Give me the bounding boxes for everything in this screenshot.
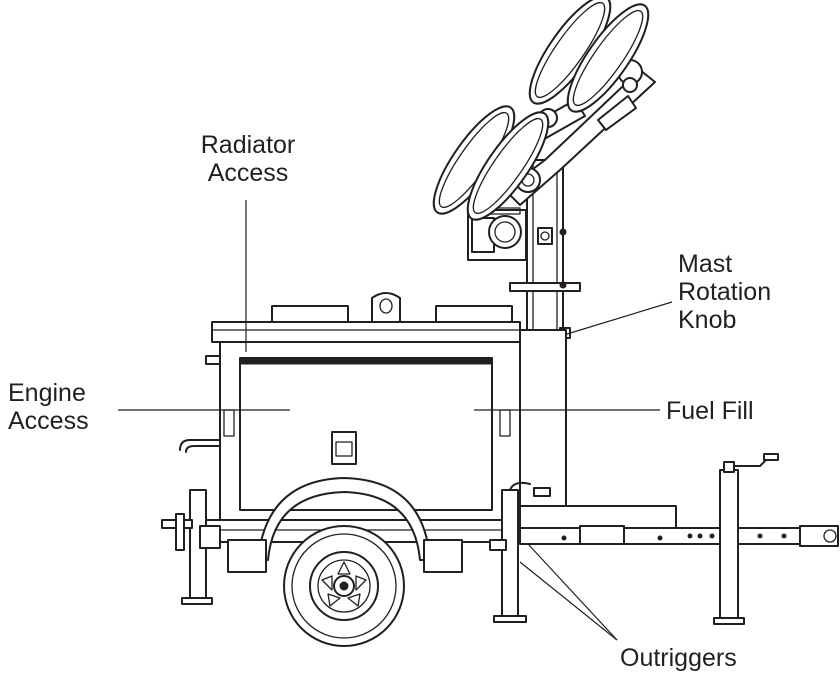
mast-label-line-2: Rotation bbox=[678, 278, 772, 306]
exhaust-pipe bbox=[179, 439, 221, 453]
floodlight-4 bbox=[466, 111, 550, 221]
outriggers-label: Outriggers bbox=[620, 644, 737, 672]
tongue-jack bbox=[713, 453, 779, 625]
enclosure bbox=[219, 329, 567, 533]
mast-label-line-1: Mast bbox=[678, 250, 733, 278]
floodlight-2 bbox=[566, 3, 650, 113]
fender bbox=[227, 477, 463, 573]
wheel bbox=[283, 525, 405, 647]
outriggers-leader-1 bbox=[519, 561, 618, 641]
fuel-fill-label: Fuel Fill bbox=[666, 397, 754, 425]
mast-rotation-knob-label: Mast Rotation Knob bbox=[678, 250, 771, 334]
mast-label-line-3: Knob bbox=[678, 306, 737, 334]
engine-access-label: Engine Access bbox=[8, 379, 89, 435]
outrigger-left bbox=[161, 489, 221, 605]
radiator-access-label: Radiator Access bbox=[188, 131, 308, 187]
chassis bbox=[204, 505, 839, 547]
radiator-access-line-1: Radiator bbox=[200, 131, 296, 159]
engine-access-line-2: Access bbox=[8, 407, 89, 435]
engine-access-line-1: Engine bbox=[8, 379, 86, 407]
roof bbox=[205, 292, 521, 365]
mast bbox=[509, 159, 581, 339]
mast-knob-leader bbox=[566, 301, 673, 335]
outriggers-leader-2 bbox=[527, 543, 618, 641]
outrigger-right bbox=[489, 481, 551, 623]
radiator-access-line-2: Access bbox=[207, 159, 289, 187]
